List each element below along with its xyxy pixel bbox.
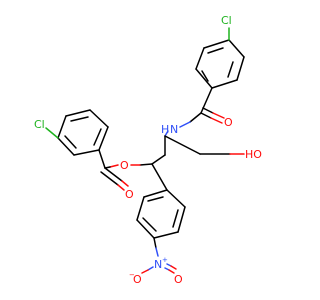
nitro-oxygen-left-charge: − xyxy=(129,271,135,279)
nitro-oxygen-left-label: O xyxy=(133,273,142,286)
chlorine-atom-label-top: Cl xyxy=(221,14,232,27)
nitro-oxygen-right-label: O xyxy=(174,273,183,286)
amide-oxygen-label: O xyxy=(224,116,233,129)
nitro-nitrogen-charge: + xyxy=(162,256,168,264)
nitro-nitrogen-label: N xyxy=(154,258,162,271)
ester-oxygen-label: O xyxy=(120,159,129,172)
hydroxyl-label: HO xyxy=(245,148,262,161)
chlorine-atom-label-left: Cl xyxy=(34,118,45,131)
ester-carbonyl-oxygen-label: O xyxy=(125,188,134,201)
molecule-structure-diagram: Cl Cl N H O HO O O N + O − O xyxy=(34,14,262,286)
amide-hydrogen-label: H xyxy=(161,123,169,136)
bond-lines xyxy=(45,27,245,274)
amide-nitrogen-label: N xyxy=(170,123,178,136)
